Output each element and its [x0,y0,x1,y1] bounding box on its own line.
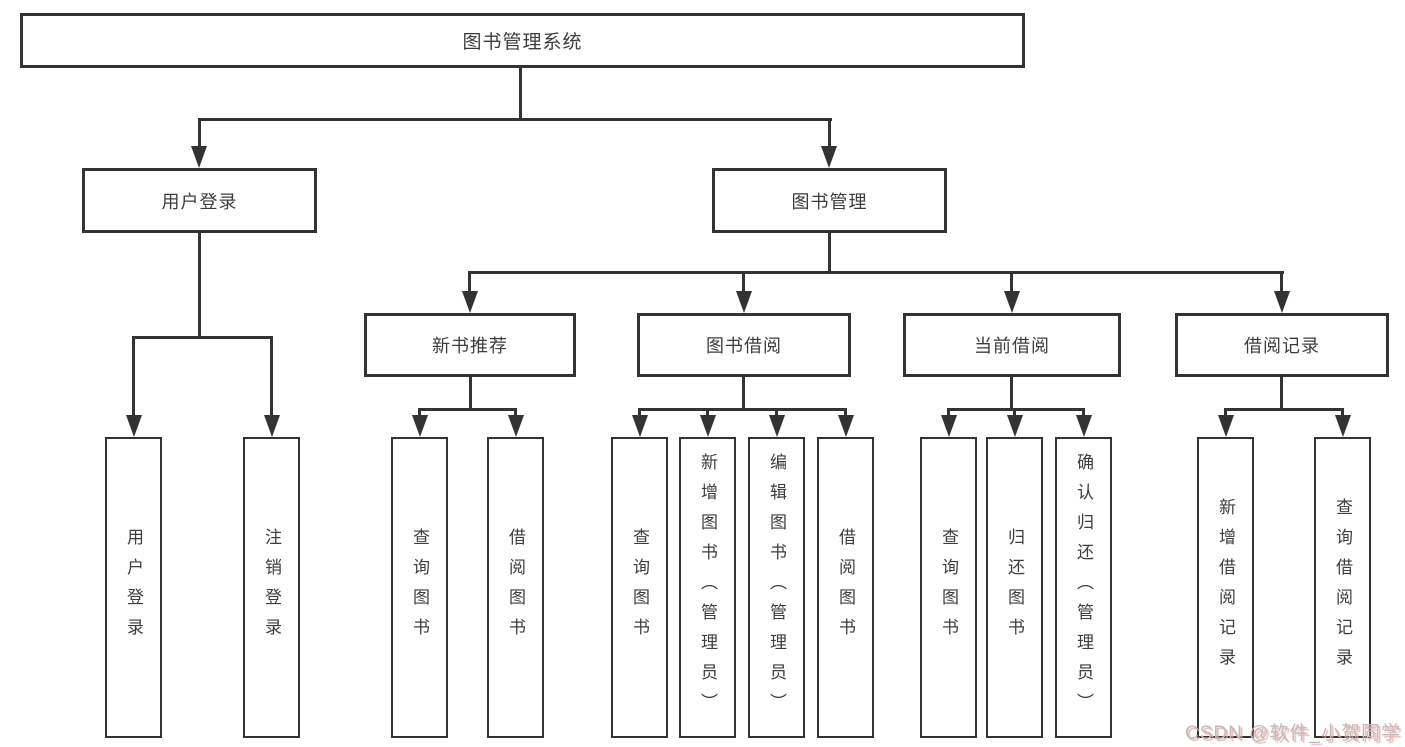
arrow-down-icon [126,415,142,437]
leaf-add-books-admin: 新增图书（管理员） [679,437,736,738]
arrow-down-icon [1218,415,1234,437]
connector-line [1224,408,1344,411]
arrow-down-icon [264,415,280,437]
node-borrow-records-label: 借阅记录 [1244,336,1320,356]
leaf-query-borrow-record: 查询借阅记录 [1314,437,1371,738]
node-book-management-label: 图书管理 [791,191,868,212]
connector-line [1280,377,1283,408]
connector-line [198,118,201,147]
leaf-borrow-books: 借阅图书 [817,437,874,738]
node-book-borrow-label: 图书借阅 [706,336,782,356]
leaf-logout-label: 注销登录 [262,527,281,648]
connector-line [1013,408,1016,416]
arrow-down-icon [1274,291,1290,313]
arrow-down-icon [1335,415,1351,437]
connector-line [742,271,745,292]
connector-line [468,271,1284,274]
node-root: 图书管理系统 [20,13,1025,68]
connector-line [844,408,847,416]
leaf-query-books-borrow-label: 查询图书 [630,527,649,648]
arrow-down-icon [700,415,716,437]
node-book-borrow: 图书借阅 [637,313,851,377]
connector-line [1010,271,1013,292]
leaf-query-books-current: 查询图书 [920,437,977,738]
connector-line [947,408,950,416]
connector-line [1010,377,1013,408]
leaf-user-login: 用户登录 [105,437,162,738]
leaf-edit-books-admin: 编辑图书（管理员） [748,437,805,738]
connector-line [468,271,471,292]
connector-line [775,408,778,416]
leaf-borrow-books-recommend: 借阅图书 [487,437,544,738]
connector-line [706,408,709,416]
node-root-label: 图书管理系统 [462,32,583,53]
node-user-login: 用户登录 [82,168,317,233]
leaf-logout: 注销登录 [243,437,300,738]
leaf-query-books-current-label: 查询图书 [939,527,958,648]
connector-line [638,408,847,411]
connector-line [418,408,421,416]
arrow-down-icon [1076,415,1092,437]
connector-line [198,118,832,121]
connector-line [947,408,1085,411]
connector-line [270,336,273,416]
leaf-query-books-recommend: 查询图书 [391,437,448,738]
node-borrow-records: 借阅记录 [1175,313,1389,377]
leaf-return-books-label: 归还图书 [1005,527,1024,648]
connector-line [1224,408,1227,416]
connector-line [132,336,273,339]
leaf-return-books: 归还图书 [986,437,1043,738]
leaf-confirm-return-admin-label: 确认归还（管理员） [1074,452,1093,723]
leaf-edit-books-admin-label: 编辑图书（管理员） [767,452,786,723]
node-new-book-recommend: 新书推荐 [364,313,576,377]
connector-line [1280,271,1283,292]
connector-line [1341,408,1344,416]
node-user-login-label: 用户登录 [161,191,238,212]
connector-line [469,377,472,408]
node-new-book-recommend-label: 新书推荐 [432,336,508,356]
connector-line [132,336,135,416]
arrow-down-icon [632,415,648,437]
arrow-down-icon [462,291,478,313]
arrow-down-icon [838,415,854,437]
arrow-down-icon [941,415,957,437]
arrow-down-icon [412,415,428,437]
connector-line [198,233,201,336]
connector-line [638,408,641,416]
arrow-down-icon [1007,415,1023,437]
connector-line [742,377,745,408]
leaf-add-borrow-record-label: 新增借阅记录 [1216,497,1235,678]
node-current-borrow: 当前借阅 [903,313,1121,377]
arrow-down-icon [191,146,207,168]
connector-line [828,118,831,147]
arrow-down-icon [508,415,524,437]
leaf-borrow-books-recommend-label: 借阅图书 [506,527,525,648]
arrow-down-icon [736,291,752,313]
node-current-borrow-label: 当前借阅 [974,336,1050,356]
leaf-add-books-admin-label: 新增图书（管理员） [698,452,717,723]
connector-line [514,408,517,416]
arrow-down-icon [769,415,785,437]
leaf-query-books-recommend-label: 查询图书 [410,527,429,648]
leaf-add-borrow-record: 新增借阅记录 [1197,437,1254,738]
connector-line [1082,408,1085,416]
connector-line [828,233,831,271]
leaf-confirm-return-admin: 确认归还（管理员） [1055,437,1112,738]
connector-line [519,68,522,118]
leaf-query-books-borrow: 查询图书 [611,437,668,738]
arrow-down-icon [1004,291,1020,313]
leaf-user-login-label: 用户登录 [124,527,143,648]
csdn-watermark: CSDN @软件_小贺同学 [1185,723,1401,744]
leaf-borrow-books-label: 借阅图书 [836,527,855,648]
node-book-management: 图书管理 [712,168,947,233]
arrow-down-icon [821,146,837,168]
connector-line [418,408,517,411]
leaf-query-borrow-record-label: 查询借阅记录 [1333,497,1352,678]
